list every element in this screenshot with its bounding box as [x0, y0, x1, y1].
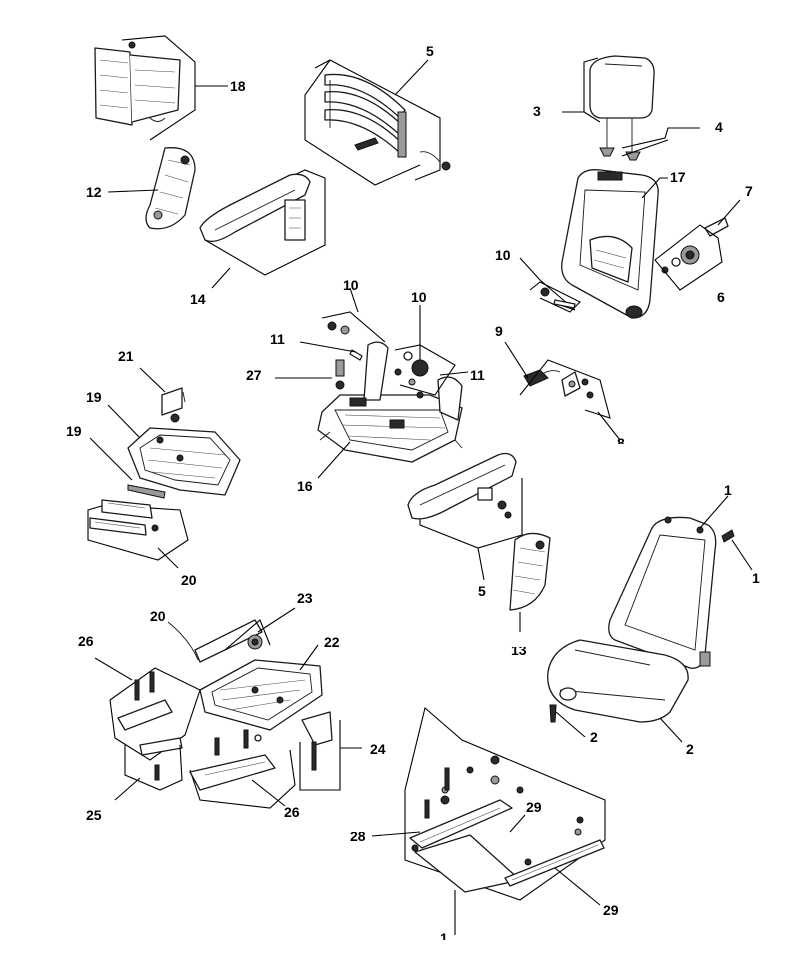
callout-11-left: 11	[270, 331, 285, 347]
callout-26-upper: 26	[78, 633, 94, 649]
part-9-8-latch	[504, 341, 621, 441]
callout-5-lower: 5	[478, 583, 486, 599]
part-17-back-frame	[561, 169, 668, 319]
part-28-29-slide-tracks	[371, 706, 606, 935]
part-3-headrest	[562, 55, 655, 152]
part-10-11-27-hardware	[275, 287, 469, 396]
part-5-armrest-lower	[407, 452, 523, 581]
part-13-side-shield	[509, 532, 551, 632]
callout-6: 6	[717, 289, 725, 305]
callout-2-bolt: 2	[590, 729, 598, 745]
callout-10-center: 10	[411, 289, 427, 305]
callout-19-upper: 19	[86, 389, 102, 405]
callout-14: 14	[190, 291, 206, 307]
callout-20-upper: 20	[181, 572, 197, 588]
callout-12: 12	[86, 184, 102, 200]
callout-7: 7	[745, 183, 753, 199]
part-23-motor	[247, 607, 296, 650]
part-24-bracket	[299, 711, 362, 791]
callout-2-cushion: 2	[686, 741, 694, 757]
callout-29-lower: 29	[603, 902, 619, 918]
callout-26-lower: 26	[284, 804, 300, 820]
callout-19-lower: 19	[66, 423, 82, 439]
part-7-6-recliner-knob	[654, 199, 741, 291]
part-2-seat-cushion	[547, 639, 689, 743]
callout-8: 8	[617, 436, 625, 444]
part-21-bracket	[139, 367, 186, 423]
callout-10-right: 10	[495, 247, 511, 263]
part-20-cable-lower	[167, 619, 271, 663]
callout-9: 9	[495, 323, 503, 339]
part-4-headrest-guides	[599, 127, 700, 161]
part-12-side-shield	[107, 147, 196, 230]
part-5-crossbars	[304, 59, 451, 186]
callout-23: 23	[297, 590, 313, 606]
callout-11-right: 11	[470, 367, 485, 383]
callout-25: 25	[86, 807, 102, 823]
callout-22: 22	[324, 634, 340, 650]
callout-13: 13	[511, 642, 527, 658]
callout-4: 4	[715, 119, 723, 135]
part-14-armrest	[199, 169, 326, 289]
callout-5-upper: 5	[426, 43, 434, 59]
part-19-seat-pan	[89, 404, 241, 499]
callout-10-left: 10	[343, 277, 359, 293]
callout-1-right: 1	[752, 570, 760, 586]
part-26-rail-lower	[189, 729, 296, 809]
callout-24: 24	[370, 741, 386, 757]
part-1-back-cushion	[608, 495, 753, 669]
part-16-seat-frame	[317, 341, 463, 479]
callout-29-upper: 29	[526, 799, 542, 815]
callout-1-upper: 1	[724, 482, 732, 498]
callout-27: 27	[246, 367, 262, 383]
callout-20-lower: 20	[150, 608, 166, 624]
callout-3: 3	[533, 103, 541, 119]
part-26-25-brackets	[94, 657, 201, 801]
callout-16: 16	[297, 478, 313, 494]
part-18-back-panel	[94, 35, 228, 141]
callout-1-bottom: 1	[440, 931, 446, 945]
callout-17: 17	[670, 169, 686, 185]
part-10-pivot-bolts	[519, 257, 581, 313]
callout-18: 18	[230, 78, 246, 94]
part-22-lower-pan	[199, 644, 323, 731]
callout-21: 21	[118, 348, 134, 364]
part-20-rails-upper	[87, 499, 189, 569]
callout-28: 28	[350, 828, 366, 844]
